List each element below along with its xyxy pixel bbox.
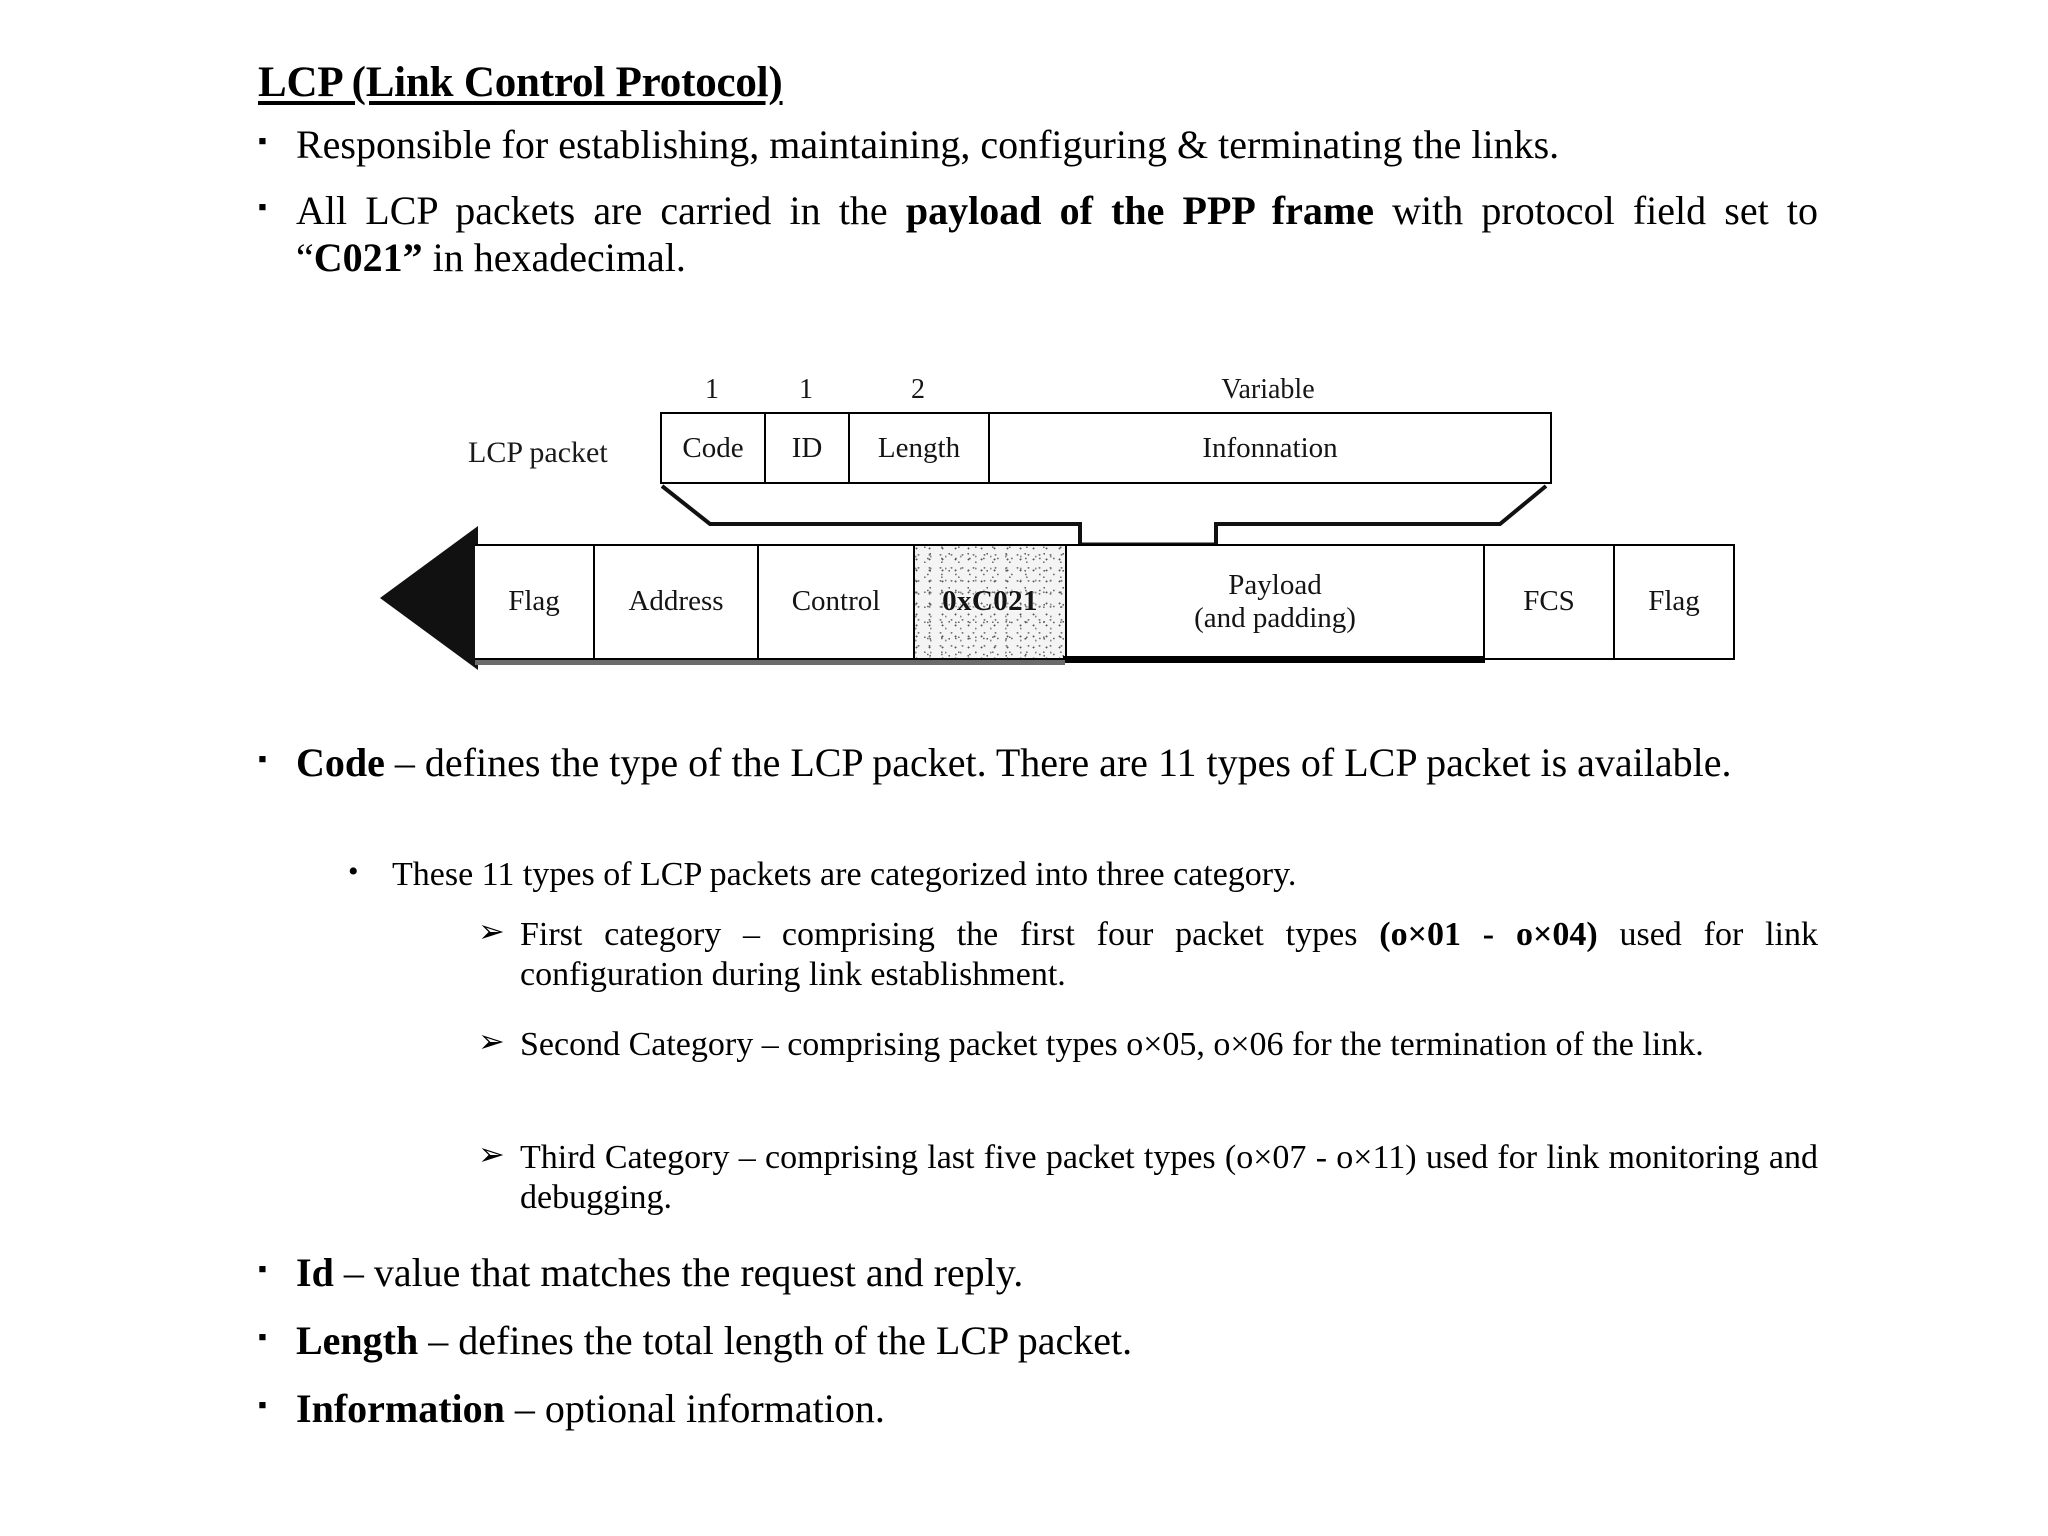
lcp-field-length: Length [850,414,990,482]
lcp-packet-row: Code ID Length Infonnation [660,412,1552,484]
field-size-id: 1 [799,374,813,405]
arrow-bullet-icon: ➢ [478,1023,505,1059]
category-text: First category – comprising the first fo… [520,916,1818,993]
page-title: LCP (Link Control Protocol) [258,59,783,106]
round-bullet-icon: • [348,855,359,888]
bullet-text: Length – defines the total length of the… [296,1318,1133,1363]
arrow-bullet-icon: ➢ [478,913,505,949]
ppp-field-flag-start: Flag [475,546,595,658]
list-item: ▪ All LCP packets are carried in the pay… [258,188,1818,282]
list-item: ▪ Information – optional information. [258,1386,1818,1433]
sub-bullet-text: These 11 types of LCP packets are catego… [392,856,1297,893]
lcp-field-code: Code [662,414,766,482]
lcp-packet-label: LCP packet [468,436,608,469]
square-bullet-icon: ▪ [258,194,267,221]
list-item: ▪ Code – defines the type of the LCP pac… [258,740,1818,787]
ppp-field-flag-end: Flag [1648,585,1700,618]
list-item: ➢ First category – comprising the first … [478,913,1818,995]
category-text: Third Category – comprising last five pa… [520,1139,1818,1216]
bullet-text: All LCP packets are carried in the paylo… [296,188,1818,280]
square-bullet-icon: ▪ [258,1324,267,1351]
list-item: ▪ Length – defines the total length of t… [258,1318,1818,1365]
bullet-text: Information – optional information. [296,1386,885,1431]
lcp-field-information: Infonnation [1202,431,1338,464]
bullet-text: Id – value that matches the request and … [296,1250,1024,1295]
square-bullet-icon: ▪ [258,1256,267,1283]
bullet-text: Code – defines the type of the LCP packe… [296,740,1732,785]
bullet-text: Responsible for establishing, maintainin… [296,122,1560,167]
list-item: ▪ Responsible for establishing, maintain… [258,122,1818,169]
square-bullet-icon: ▪ [258,128,267,155]
payload-emphasis-bar [1063,656,1485,663]
ppp-frame-row: Flag Address Control 0xC021 Payload (and… [475,544,1735,660]
ppp-field-payload: Payload (and padding) [1067,546,1485,658]
lcp-field-id: ID [766,414,850,482]
ppp-field-control: Control [759,546,915,658]
frame-direction-arrow-icon [380,526,478,670]
list-item: ➢ Third Category – comprising last five … [478,1136,1818,1218]
field-size-length: 2 [911,374,925,405]
ppp-lcp-frame-diagram: 1 1 2 Variable LCP packet Code ID Length… [380,374,1830,696]
list-item: • These 11 types of LCP packets are cate… [348,855,1648,895]
arrow-bullet-icon: ➢ [478,1136,505,1172]
list-item: ➢ Second Category – comprising packet ty… [478,1023,1818,1065]
field-size-information: Variable [1221,374,1315,405]
square-bullet-icon: ▪ [258,1392,267,1419]
ppp-field-address: Address [595,546,759,658]
category-text: Second Category – comprising packet type… [520,1026,1704,1063]
frame-bottom-shadow [475,660,1065,665]
ppp-field-fcs: FCS [1485,546,1615,658]
field-size-code: 1 [705,374,719,405]
list-item: ▪ Id – value that matches the request an… [258,1250,1818,1297]
square-bullet-icon: ▪ [258,746,267,773]
ppp-field-protocol: 0xC021 [915,546,1067,658]
